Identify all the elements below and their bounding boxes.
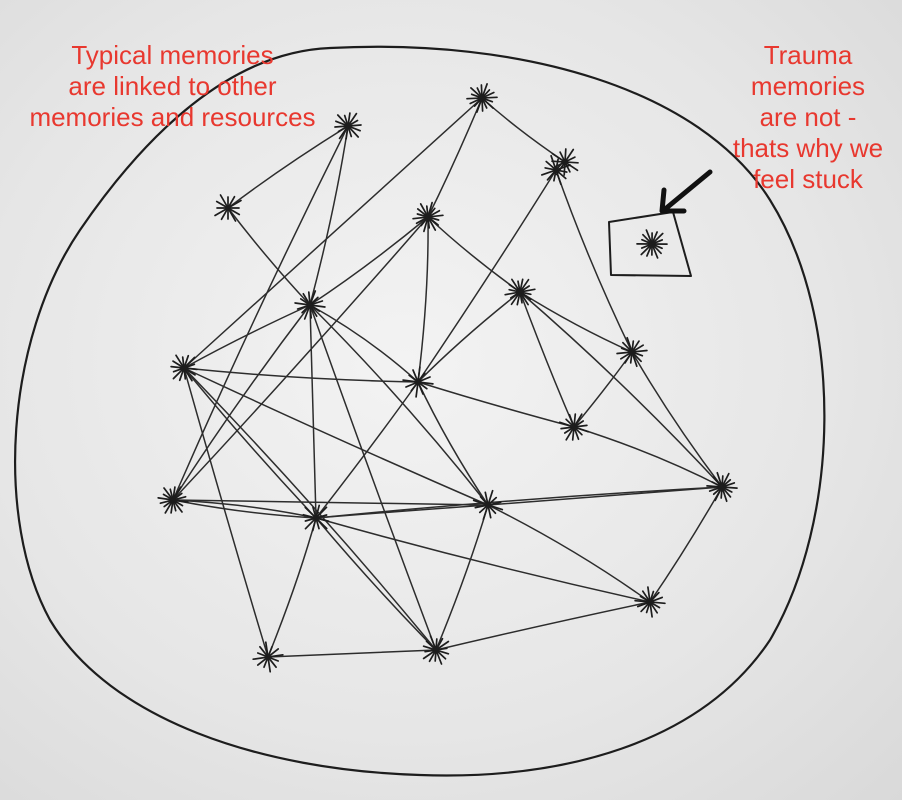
memory-link xyxy=(309,125,349,306)
memory-link xyxy=(309,304,489,506)
trauma-isolation-box xyxy=(608,211,692,277)
memory-link xyxy=(172,125,349,501)
memory-node xyxy=(616,336,648,368)
memory-link xyxy=(487,504,651,603)
memory-link xyxy=(227,125,349,209)
memory-link xyxy=(417,216,429,383)
trauma-memories-annotation: Trauma memories are not - thats why we f… xyxy=(714,40,902,195)
memory-link xyxy=(417,381,489,506)
memory-link xyxy=(417,381,575,428)
memory-link xyxy=(183,367,437,651)
memory-link xyxy=(417,291,521,383)
typical-memories-annotation: Typical memories are linked to other mem… xyxy=(0,40,345,133)
memory-node xyxy=(170,354,198,382)
memory-node xyxy=(504,278,536,306)
typical-annotation-line-3: memories and resources xyxy=(29,102,316,132)
trauma-memory-node xyxy=(636,229,668,259)
memory-node xyxy=(252,641,284,673)
memory-link xyxy=(227,207,311,306)
memory-link xyxy=(573,351,633,428)
memory-link xyxy=(183,367,317,519)
memory-link xyxy=(315,517,651,603)
memory-link xyxy=(183,367,489,506)
memory-node xyxy=(466,83,498,113)
memory-link xyxy=(519,291,575,428)
memory-link xyxy=(183,304,311,369)
memory-link xyxy=(519,291,633,353)
trauma-annotation-line-1: Trauma xyxy=(763,40,853,70)
memory-link xyxy=(435,504,489,651)
memory-link xyxy=(267,517,317,658)
memory-nodes xyxy=(157,83,738,673)
memory-node xyxy=(302,504,330,532)
memory-node xyxy=(402,366,434,398)
memory-link xyxy=(183,367,419,383)
memory-links xyxy=(172,97,723,658)
memory-link xyxy=(417,169,557,383)
memory-link xyxy=(315,381,419,519)
memory-link xyxy=(309,304,317,519)
memory-link xyxy=(172,304,311,501)
memory-link xyxy=(309,304,419,383)
memory-link xyxy=(315,504,489,519)
memory-node xyxy=(422,635,450,665)
trauma-annotation-line-2: memories xyxy=(750,71,866,101)
memory-link xyxy=(427,97,483,218)
memory-link xyxy=(315,486,723,519)
memory-link xyxy=(315,517,437,651)
memory-node xyxy=(472,489,504,521)
memory-link xyxy=(172,216,429,501)
memory-node xyxy=(558,413,590,441)
memory-link xyxy=(172,499,317,519)
memory-link xyxy=(631,351,723,488)
memory-link xyxy=(309,216,429,306)
memory-link xyxy=(481,97,566,163)
memory-node xyxy=(540,154,572,186)
memory-node xyxy=(706,471,738,503)
memory-node xyxy=(294,290,326,320)
trauma-annotation-line-5: feel stuck xyxy=(753,164,863,194)
memory-link xyxy=(172,499,317,519)
trauma-annotation-line-3: are not - xyxy=(759,102,857,132)
memory-node xyxy=(634,586,666,618)
memory-link xyxy=(573,426,723,488)
memory-link xyxy=(183,97,483,369)
memory-link xyxy=(435,601,651,651)
memory-node xyxy=(412,201,444,233)
memory-node xyxy=(334,112,362,140)
memory-node xyxy=(214,194,242,222)
memory-boundary-circle xyxy=(14,45,826,777)
memory-link xyxy=(519,291,723,488)
memory-link xyxy=(555,169,633,353)
memory-node xyxy=(157,486,189,514)
memory-link xyxy=(427,216,521,293)
memory-link xyxy=(183,367,269,658)
memory-link xyxy=(649,486,723,603)
typical-annotation-line-1: Typical memories xyxy=(71,40,274,70)
memory-link xyxy=(309,304,437,651)
trauma-annotation-line-4: thats why we xyxy=(732,133,884,163)
memory-link xyxy=(267,649,437,658)
typical-annotation-line-2: are linked to other xyxy=(68,71,277,101)
arrow-icon xyxy=(659,169,713,214)
memory-link xyxy=(172,499,489,506)
memory-link xyxy=(487,486,723,506)
